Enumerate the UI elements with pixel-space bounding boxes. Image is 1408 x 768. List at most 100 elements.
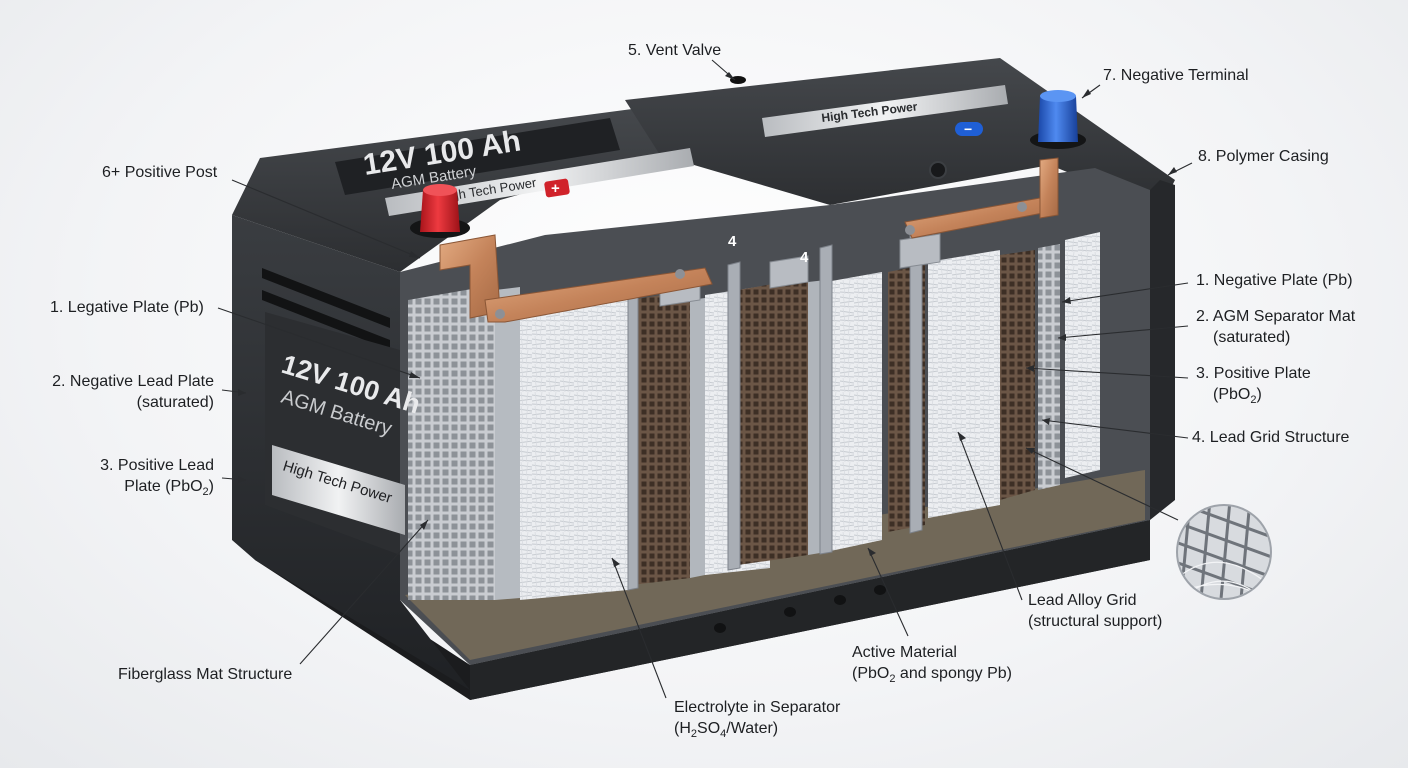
cell-dividers	[627, 228, 923, 591]
top-label-base	[335, 118, 620, 195]
plate-edge	[495, 287, 520, 600]
label-positive-plate: 3. Positive Plate (PbO2)	[1196, 363, 1311, 407]
copper-busbars	[439, 157, 1059, 323]
negative-symbol-badge	[955, 122, 983, 136]
label-lead-alloy-grid: Lead Alloy Grid (structural support)	[1028, 590, 1162, 632]
label-positive-plate-line2: (PbO2)	[1196, 384, 1311, 407]
label-fiberglass-mat: Fiberglass Mat Structure	[118, 666, 293, 683]
vent-valve-knob	[730, 76, 746, 84]
label-positive-lead-plate-text: Plate (PbO	[124, 478, 203, 495]
label-negative-lead-plate: 2. Negative Lead Plate (saturated)	[40, 371, 214, 413]
label-active-material-line2: (PbO2 and spongy Pb)	[852, 663, 1012, 686]
label-positive-plate-end: )	[1256, 386, 1262, 403]
label-electrolyte-sub1: 2	[690, 728, 698, 741]
cell-marking-1: 4	[728, 233, 737, 250]
negative-symbol: −	[964, 121, 972, 137]
label-agm-separator-line1: 2. AGM Separator Mat	[1196, 308, 1356, 325]
leader-fiberglass-mat	[299, 519, 429, 665]
label-electrolyte-text-b: SO	[697, 720, 721, 737]
leader-arrowheads	[238, 72, 1177, 567]
label-lead-alloy-grid-line2: (structural support)	[1028, 613, 1163, 630]
label-negative-lead-plate-line2: (saturated)	[136, 394, 214, 411]
inner-floor	[405, 470, 1145, 660]
handle-hinge	[929, 161, 947, 179]
label-active-material-sub: 2	[889, 673, 896, 686]
top-cover-right	[625, 58, 1175, 210]
right-wall	[1150, 180, 1175, 520]
front-label: 12V 100 Ah AGM Battery High Tech Power	[265, 312, 424, 555]
label-lead-grid: 4. Lead Grid Structure	[1192, 429, 1350, 446]
separator-mat-3	[826, 272, 882, 552]
positive-symbol: +	[551, 180, 560, 197]
top-brand-strip	[385, 148, 694, 216]
leader-left-plate	[217, 307, 421, 379]
positive-busbar	[439, 234, 501, 319]
positive-terminal: +	[410, 178, 570, 238]
label-electrolyte-text-c: /Water)	[726, 720, 779, 737]
label-positive-plate-sub: 2	[1250, 394, 1257, 407]
label-active-material: Active Material (PbO2 and spongy Pb)	[852, 642, 1012, 686]
label-electrolyte-text-a: (H	[674, 720, 691, 737]
cell-stack: 4 4	[408, 228, 1100, 600]
base-notches	[714, 585, 886, 633]
separator-mat-5	[1065, 232, 1100, 478]
leader-negative-plate	[1061, 282, 1189, 303]
label-positive-plate-text: (PbO	[1213, 386, 1251, 403]
label-positive-lead-plate-sub: 2	[202, 486, 209, 499]
label-negative-terminal: 7. Negative Terminal	[1103, 67, 1249, 84]
label-electrolyte-sub2: 4	[720, 728, 727, 741]
leader-lead-alloy-grid-inset	[1025, 447, 1179, 521]
negative-busbar	[1039, 157, 1059, 219]
side-vents	[262, 268, 390, 350]
label-active-material-text: (PbO	[852, 665, 890, 682]
plate-edge	[690, 298, 705, 578]
leader-active-material	[867, 547, 909, 637]
label-positive-lead-plate: 3. Positive Lead Plate (PbO2)	[60, 455, 214, 499]
negative-plate-right	[1038, 244, 1060, 490]
positive-symbol-badge	[544, 178, 570, 198]
leader-positive-plate	[1025, 367, 1189, 379]
leader-positive-post	[231, 179, 421, 259]
label-agm-separator-line2: (saturated)	[1213, 329, 1291, 346]
label-positive-plate-line1: 3. Positive Plate	[1196, 365, 1311, 382]
negative-terminal: −	[955, 90, 1086, 149]
label-positive-lead-plate-line2: Plate (PbO2)	[60, 476, 214, 499]
positive-plate-2	[738, 278, 808, 565]
label-vent-valve: 5. Vent Valve	[628, 42, 722, 59]
label-positive-lead-plate-end: )	[208, 478, 214, 495]
label-left-plate: 1. Legative Plate (Pb)	[50, 299, 204, 316]
label-negative-plate: 1. Negative Plate (Pb)	[1196, 272, 1353, 289]
label-negative-lead-plate-line1: 2. Negative Lead Plate	[52, 373, 214, 390]
cell-strap-1	[484, 267, 713, 323]
label-electrolyte: Electrolyte in Separator (H2SO4/Water)	[674, 697, 841, 741]
front-brand-strip	[272, 445, 405, 535]
label-agm-separator: 2. AGM Separator Mat (saturated)	[1196, 306, 1355, 348]
positive-cap	[420, 190, 460, 232]
positive-plate-1	[632, 290, 690, 585]
positive-plate-4	[1000, 250, 1035, 500]
positive-cap-top	[423, 184, 457, 196]
inset-content	[1178, 506, 1270, 598]
busbar-bolts	[495, 202, 1027, 319]
separator-mat-1	[520, 285, 628, 600]
leader-electrolyte	[611, 557, 667, 699]
leader-agm-separator	[1057, 325, 1189, 339]
leader-lead-alloy-grid	[957, 431, 1023, 601]
separator-mat-4	[928, 250, 1000, 518]
label-active-material-line1: Active Material	[852, 644, 957, 661]
label-lead-alloy-grid-line1: Lead Alloy Grid	[1028, 592, 1137, 609]
negative-cap	[1038, 96, 1078, 142]
right-brand-strip	[762, 85, 1008, 137]
leader-lead-grid	[1041, 419, 1189, 439]
magnified-grid-inset	[1176, 504, 1272, 600]
label-positive-lead-plate-line1: 3. Positive Lead	[100, 457, 214, 474]
cell-marking-2: 4	[800, 249, 809, 266]
label-positive-post: 6+ Positive Post	[102, 164, 218, 181]
bottom-lip	[470, 520, 1150, 700]
label-active-material-end: and spongy Pb)	[895, 665, 1012, 682]
negative-cap-top	[1040, 90, 1076, 102]
label-polymer-casing: 8. Polymer Casing	[1198, 148, 1329, 165]
label-electrolyte-line1: Electrolyte in Separator	[674, 699, 841, 716]
label-electrolyte-line2: (H2SO4/Water)	[674, 718, 840, 741]
